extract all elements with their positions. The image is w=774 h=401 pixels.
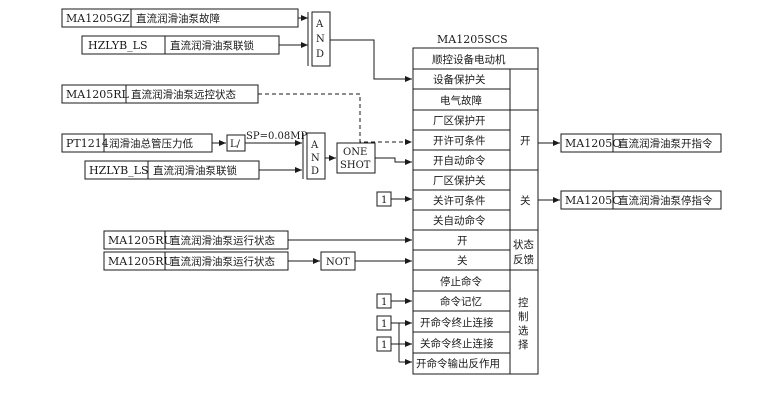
- row-6: 关许可条件: [433, 194, 486, 207]
- row-11: 命令记忆: [440, 295, 482, 308]
- group-status-2: 反馈: [513, 253, 534, 266]
- ma1205ru-1-tag: MA1205RU: [108, 234, 173, 247]
- ma1205rl-desc: 直流润滑油泵远控状态: [131, 88, 236, 101]
- row-12: 开命令终止连接: [420, 316, 494, 329]
- oneshot-box: [336, 142, 376, 174]
- and2-a: A: [310, 140, 319, 151]
- hzlyb-ls-2-tag: HZLYB_LS: [89, 164, 149, 177]
- not-label: NOT: [326, 257, 350, 268]
- group-close: 关: [520, 194, 531, 207]
- output-ma1205o: [560, 133, 722, 153]
- ma1205o-desc: 直流润滑油泵开指令: [618, 137, 713, 150]
- const-4-text: 1: [381, 340, 387, 351]
- ma1205gz-tag: MA1205GZ: [66, 12, 130, 25]
- row-7: 关自动命令: [433, 214, 486, 227]
- output-ma1205c: [560, 190, 722, 210]
- block-header: 顺控设备电动机: [432, 53, 506, 66]
- row-4: 开自动命令: [433, 154, 486, 167]
- row-2: 厂区保护开: [433, 114, 486, 127]
- hzlyb-ls-2-desc: 直流润滑油泵联锁: [153, 164, 237, 177]
- ma1205o-tag: MA1205O: [565, 137, 621, 150]
- pt1214-tag: PT1214: [66, 137, 109, 150]
- and-gate-1: [307, 11, 331, 67]
- ma1205c-desc: 直流润滑油泵停指令: [618, 194, 713, 207]
- row-5: 厂区保护关: [433, 174, 486, 187]
- setpoint-label: SP=0.08MP: [246, 131, 307, 142]
- and2-d: D: [311, 166, 319, 177]
- row-14: 开命令输出反作用: [416, 357, 500, 370]
- ma1205ru-2-desc: 直流润滑油泵运行状态: [170, 255, 275, 268]
- group-ctrl-2: 制: [518, 310, 529, 323]
- input-hzlyb-ls-2: [84, 160, 260, 180]
- row-13: 关命令终止连接: [420, 337, 494, 350]
- ma1205ru-2-tag: MA1205RU: [108, 255, 173, 268]
- pt1214-desc: 润滑油总管压力低: [109, 137, 193, 150]
- group-ctrl-3: 选: [518, 324, 529, 337]
- row-9: 关: [457, 254, 468, 267]
- row-3: 开许可条件: [433, 134, 486, 147]
- ma1205gz-desc: 直流润滑油泵故障: [136, 12, 220, 25]
- ma1205c-tag: MA1205C: [565, 194, 621, 207]
- row-8: 开: [457, 235, 468, 247]
- oneshot-line2: SHOT: [340, 160, 371, 171]
- compare-label: L/: [230, 139, 241, 150]
- const-1-text: 1: [381, 195, 387, 206]
- ma1205rl-tag: MA1205RL: [66, 88, 129, 101]
- and1-n: N: [316, 34, 325, 45]
- and1-a: A: [315, 19, 324, 30]
- group-open: 开: [520, 135, 531, 147]
- oneshot-line1: ONE: [343, 147, 367, 158]
- ma1205ru-1-desc: 直流润滑油泵运行状态: [170, 234, 275, 247]
- const-3-text: 1: [381, 319, 387, 330]
- group-ctrl-1: 控: [518, 296, 529, 309]
- hzlyb-ls-1-tag: HZLYB_LS: [88, 39, 148, 52]
- const-2-text: 1: [381, 297, 387, 308]
- and-gate-2: [302, 132, 326, 180]
- row-1: 电气故障: [440, 94, 482, 107]
- hzlyb-ls-1-desc: 直流润滑油泵联锁: [170, 39, 254, 52]
- row-10: 停止命令: [440, 275, 482, 288]
- group-status-1: 状态: [513, 238, 534, 251]
- block-title: MA1205SCS: [437, 33, 508, 46]
- group-ctrl-4: 择: [518, 338, 529, 351]
- and2-n: N: [311, 153, 320, 164]
- and1-d: D: [316, 49, 324, 60]
- row-0: 设备保护关: [433, 73, 486, 86]
- scs-block: [412, 47, 539, 375]
